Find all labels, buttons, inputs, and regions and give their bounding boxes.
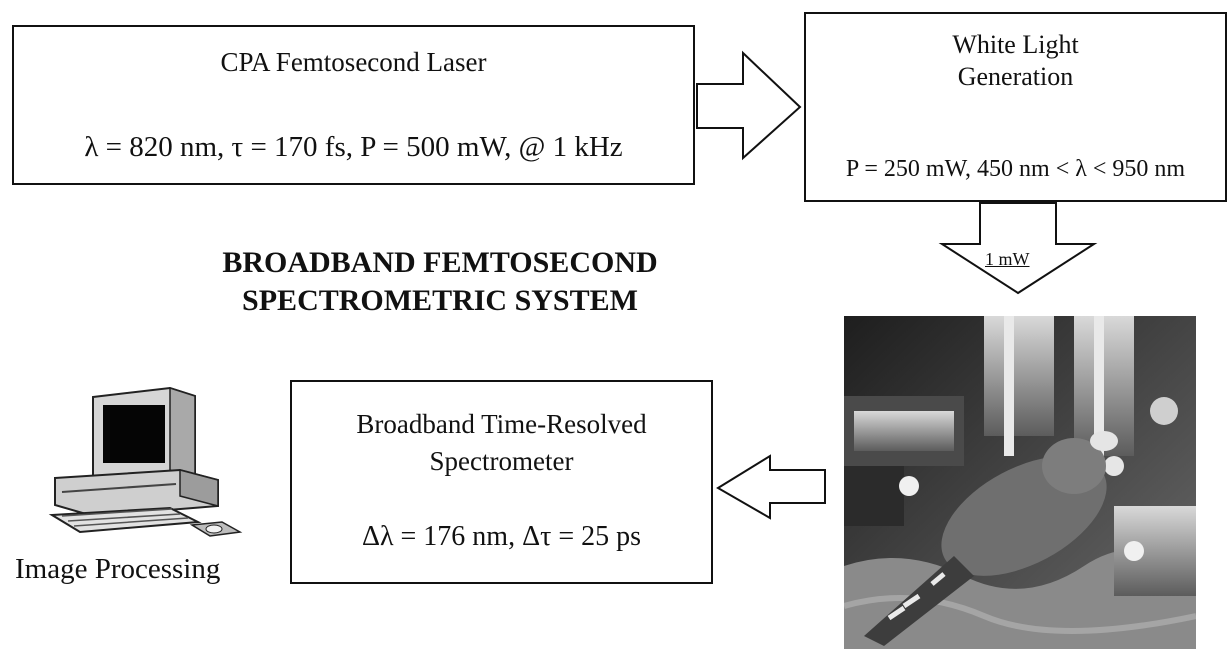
spectrometer-box: Broadband Time-Resolved Spectrometer Δλ …: [290, 380, 713, 584]
sample-photo: [844, 316, 1196, 649]
white-light-box: White Light Generation P = 250 mW, 450 n…: [804, 12, 1227, 202]
arrow-down: [938, 202, 1098, 295]
arrow-right: [696, 50, 802, 161]
spectrometer-title-line2: Spectrometer: [429, 446, 574, 476]
white-light-title-line2: Generation: [957, 62, 1074, 91]
laser-title: CPA Femtosecond Laser: [220, 47, 487, 77]
system-title: BROADBAND FEMTOSECOND SPECTROMETRIC SYST…: [140, 244, 740, 320]
bird-sample-illustration: [844, 316, 1196, 649]
image-processing-label: Image Processing: [15, 553, 221, 585]
laser-box: CPA Femtosecond Laser λ = 820 nm, τ = 17…: [12, 25, 695, 185]
laser-specs: λ = 820 nm, τ = 170 fs, P = 500 mW, @ 1 …: [84, 131, 623, 163]
arrow-left: [716, 454, 826, 520]
beam-power-label: 1 mW: [985, 249, 1030, 269]
spectrometer-specs: Δλ = 176 nm, Δτ = 25 ps: [361, 521, 642, 552]
system-title-line2: SPECTROMETRIC SYSTEM: [242, 284, 638, 317]
white-light-specs: P = 250 mW, 450 nm < λ < 950 nm: [845, 156, 1186, 182]
white-light-title-line1: White Light: [952, 30, 1079, 59]
system-title-line1: BROADBAND FEMTOSECOND: [222, 246, 658, 279]
spectrometer-title-line1: Broadband Time-Resolved: [356, 409, 647, 439]
